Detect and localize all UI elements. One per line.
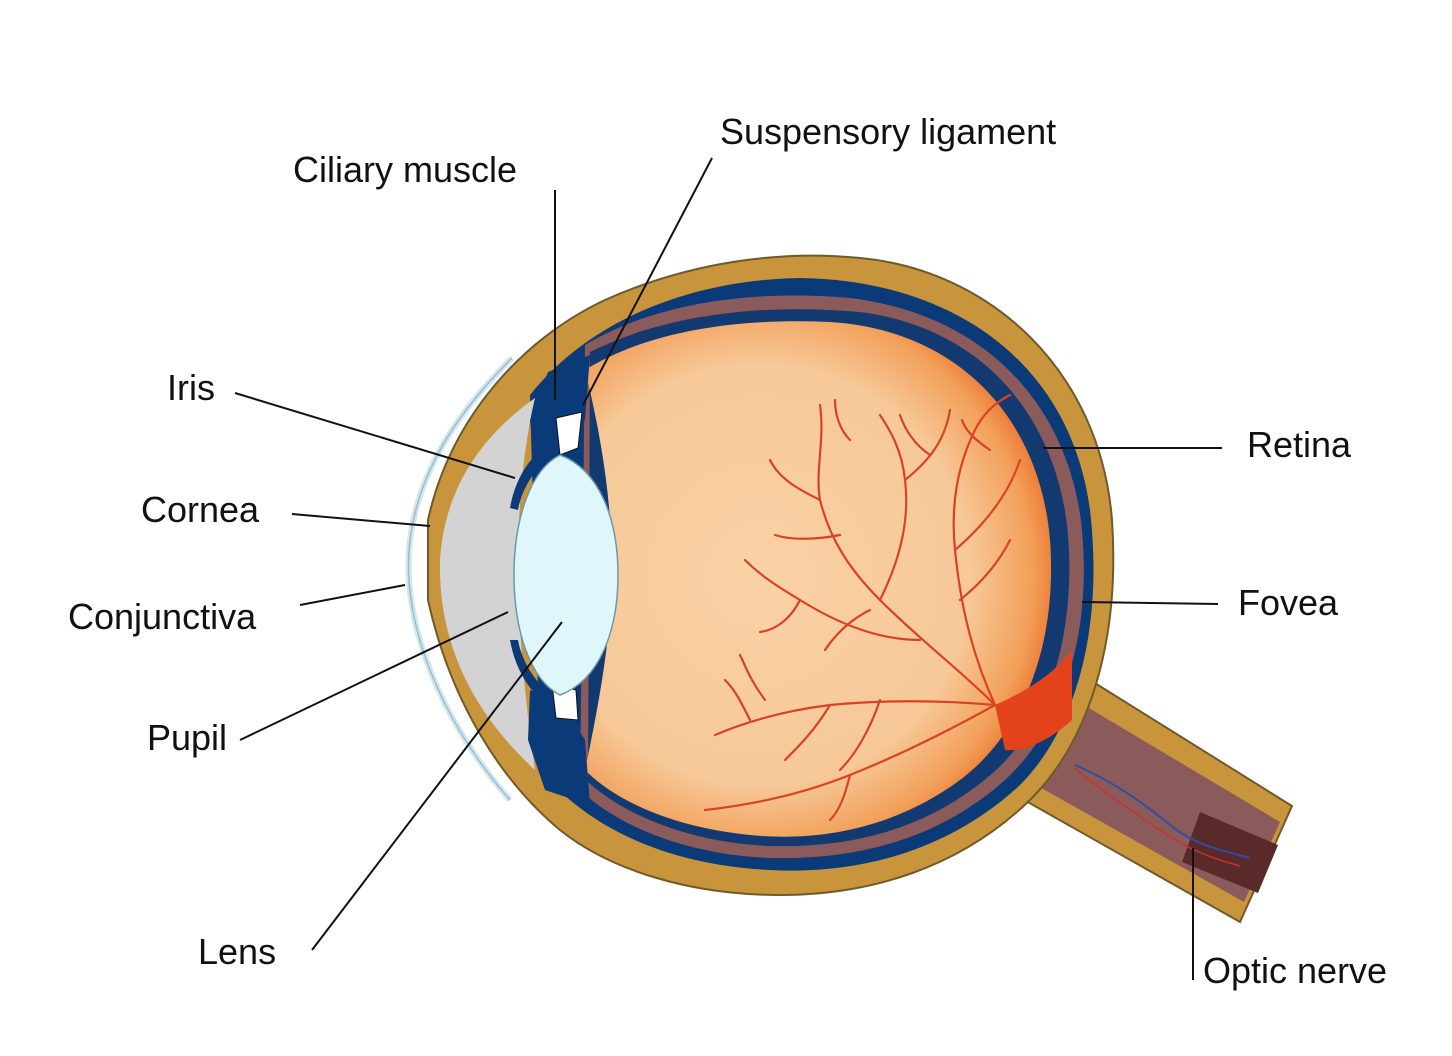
label-cornea: Cornea [141,489,260,530]
label-iris: Iris [167,367,215,408]
label-retina: Retina [1247,424,1352,465]
optic-disc [995,650,1072,751]
anterior-chamber [439,398,535,770]
iris-top [510,445,552,510]
leader-suspensory-ligament [582,157,713,406]
label-lens: Lens [198,931,276,972]
leader-iris [234,392,516,479]
iris-bottom [510,640,552,706]
leader-cornea [291,513,431,527]
leader-conjunctiva [299,584,406,606]
ciliary-body-bottom [528,690,590,805]
leader-lines [234,157,1222,980]
label-fovea: Fovea [1238,582,1339,623]
conjunctiva-outline [407,357,513,801]
ciliary-body-top [530,355,590,470]
label-conjunctiva: Conjunctiva [68,596,257,637]
label-optic-nerve: Optic nerve [1203,950,1387,991]
vitreous-body [585,321,1052,837]
leader-lens [311,621,563,951]
suspensory-gap-top [555,411,583,456]
optic-nerve-vessel-red [1074,767,1241,867]
leader-fovea [1081,601,1219,605]
blood-vessels [703,393,1022,822]
label-pupil: Pupil [147,717,227,758]
label-suspensory-ligament: Suspensory ligament [720,111,1056,152]
lens-shape [513,454,619,696]
leader-pupil [239,611,509,741]
optic-nerve-vessel [1074,764,1251,859]
label-ciliary-muscle: Ciliary muscle [293,149,517,190]
